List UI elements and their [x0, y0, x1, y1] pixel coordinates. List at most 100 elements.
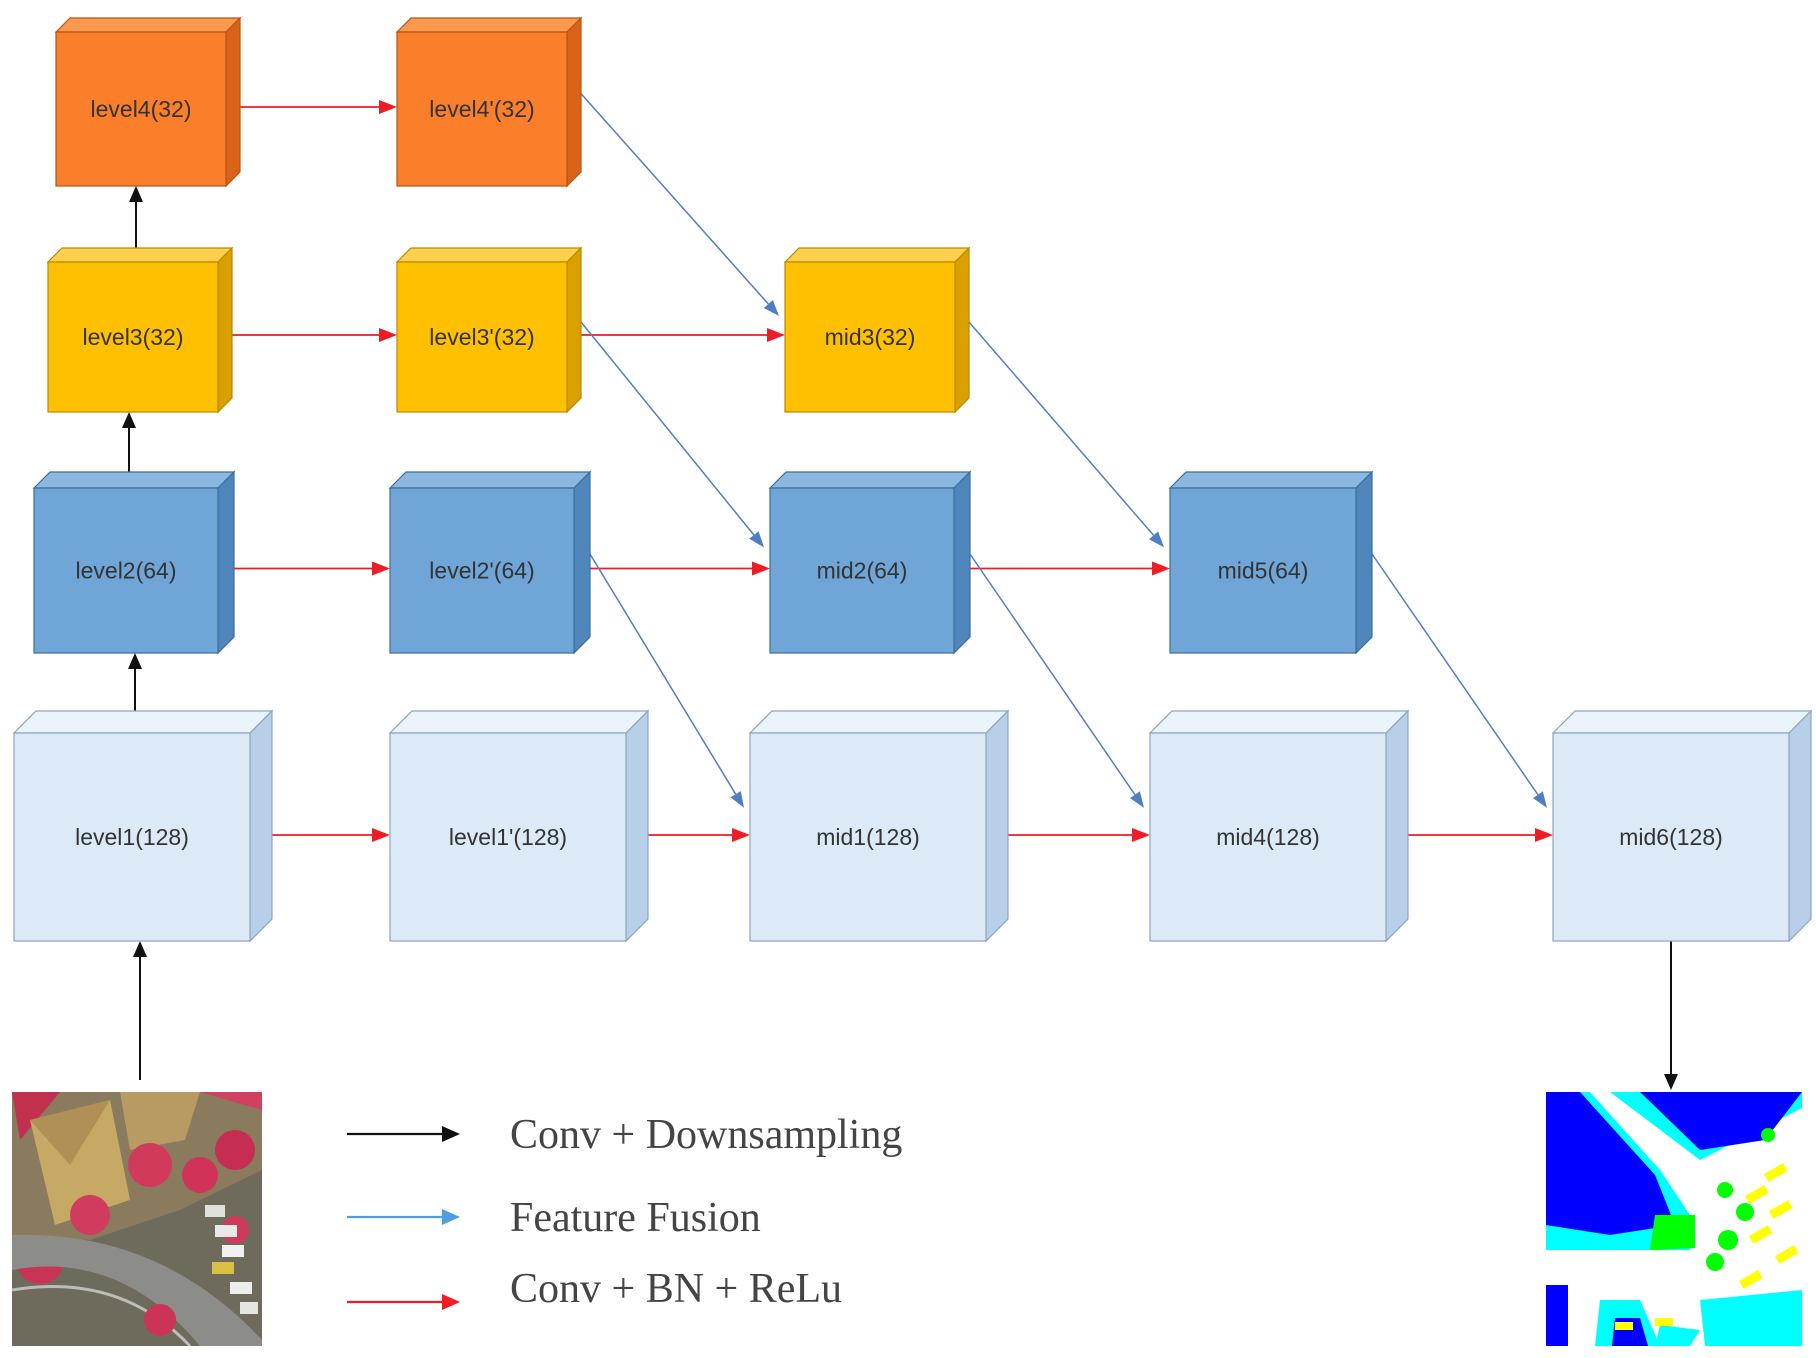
edge-line	[589, 553, 737, 795]
edge-level3-to-level3p	[232, 328, 397, 342]
node-top-face	[388, 710, 650, 734]
node-top-face	[768, 471, 972, 489]
edge-arrowhead-icon	[133, 941, 147, 957]
node-top-face	[783, 247, 971, 263]
node-front-face	[396, 31, 568, 187]
node-side-face	[953, 470, 971, 655]
edge-arrowhead-icon	[1532, 791, 1547, 808]
node-front-face	[389, 487, 575, 654]
edge-arrowhead-icon	[379, 328, 397, 342]
node-label: mid1(128)	[816, 824, 920, 850]
node-side-face	[573, 470, 591, 655]
edge-arrowhead-icon	[372, 561, 390, 576]
node-front-face	[1149, 732, 1387, 942]
node-front-face	[784, 261, 956, 413]
node-top-face	[32, 471, 236, 489]
node-label: level4'(32)	[429, 96, 534, 122]
node-mid4: mid4(128)	[1148, 709, 1410, 943]
node-level1p: level1'(128)	[388, 709, 650, 943]
node-mid2: mid2(64)	[768, 470, 972, 655]
edge-level3p-to-mid2	[580, 321, 764, 548]
edge-arrowhead-icon	[730, 791, 744, 808]
node-top-face	[54, 17, 242, 33]
node-side-face	[217, 470, 235, 655]
node-side-face	[566, 16, 582, 188]
node-mid6: mid6(128)	[1551, 709, 1813, 943]
legend-arrowhead-blue-icon	[442, 1209, 460, 1225]
edge-level2-to-level3	[122, 412, 136, 472]
edge-input-image-to-level1	[133, 941, 147, 1080]
edge-mid2-to-mid5	[970, 561, 1170, 576]
input-image	[12, 1092, 262, 1346]
node-front-face	[13, 732, 251, 942]
node-label: mid4(128)	[1216, 824, 1320, 850]
node-label: level4(32)	[91, 96, 192, 122]
node-front-face	[55, 31, 227, 187]
legend-arrowhead-black-icon	[442, 1126, 460, 1142]
edge-level1-to-level1p	[272, 828, 390, 842]
edge-arrowhead-icon	[752, 561, 770, 576]
nodes-layer: level4(32)level4'(32)level3(32)level3'(3…	[12, 16, 1813, 943]
edge-arrowhead-icon	[763, 300, 779, 316]
node-mid5: mid5(64)	[1168, 470, 1374, 655]
edge-level2-to-level2p	[234, 561, 390, 576]
node-label: level1'(128)	[449, 824, 567, 850]
node-top-face	[395, 17, 583, 33]
edge-line	[580, 321, 755, 536]
node-level2p: level2'(64)	[388, 470, 592, 655]
node-label: mid5(64)	[1218, 558, 1309, 584]
node-level4p: level4'(32)	[395, 16, 583, 188]
edge-level4p-to-mid3	[580, 93, 779, 316]
edge-arrowhead-icon	[767, 328, 785, 342]
node-side-face	[625, 709, 649, 943]
legend-label-conv-downsampling: Conv + Downsampling	[510, 1112, 902, 1158]
output-image	[1546, 1092, 1802, 1350]
edge-arrowhead-icon	[1132, 828, 1150, 842]
node-side-face	[1355, 470, 1373, 655]
edges-layer	[122, 93, 1678, 1090]
edge-level1-to-level2	[128, 653, 142, 711]
node-top-face	[748, 710, 1010, 734]
edge-level4-to-level4p	[240, 100, 397, 114]
edge-arrowhead-icon	[1148, 531, 1164, 548]
node-mid1: mid1(128)	[748, 709, 1010, 943]
node-front-face	[389, 732, 627, 942]
node-top-face	[46, 247, 234, 263]
node-side-face	[217, 246, 233, 414]
edge-arrowhead-icon	[129, 186, 143, 202]
node-label: level2(64)	[76, 558, 177, 584]
legend-arrowhead-red-icon	[442, 1294, 460, 1310]
edge-arrowhead-icon	[128, 653, 142, 669]
node-mid3: mid3(32)	[783, 246, 971, 414]
edge-level1p-to-mid1	[648, 828, 750, 842]
legend-item-conv-bn-relu: Conv + BN + ReLu	[347, 1266, 842, 1312]
node-level3p: level3'(32)	[395, 246, 583, 414]
node-front-face	[47, 261, 219, 413]
node-level4: level4(32)	[54, 16, 242, 188]
legend-item-feature-fusion: Feature Fusion	[347, 1195, 761, 1241]
edge-level2p-to-mid1	[589, 553, 744, 808]
node-side-face	[1385, 709, 1409, 943]
node-front-face	[1169, 487, 1357, 654]
node-side-face	[566, 246, 582, 414]
node-side-face	[985, 709, 1009, 943]
node-top-face	[1168, 471, 1374, 489]
edge-arrowhead-icon	[379, 100, 397, 114]
edge-level2p-to-mid2	[590, 561, 770, 576]
edge-arrowhead-icon	[1664, 1074, 1678, 1090]
node-top-face	[12, 710, 274, 734]
edge-mid1-to-mid4	[1008, 828, 1150, 842]
edge-arrowhead-icon	[122, 412, 136, 428]
node-label: mid6(128)	[1619, 824, 1723, 850]
edge-arrowhead-icon	[749, 531, 764, 548]
edge-arrowhead-icon	[1535, 828, 1553, 842]
node-front-face	[33, 487, 219, 654]
legend-label-conv-bn-relu: Conv + BN + ReLu	[510, 1266, 842, 1312]
node-label: level2'(64)	[429, 558, 534, 584]
edge-line	[1371, 553, 1539, 796]
edge-level3-to-level4	[129, 186, 143, 248]
node-top-face	[395, 247, 583, 263]
edge-mid4-to-mid6	[1408, 828, 1553, 842]
node-front-face	[396, 261, 568, 413]
edge-mid6-to-output-image	[1664, 941, 1678, 1090]
